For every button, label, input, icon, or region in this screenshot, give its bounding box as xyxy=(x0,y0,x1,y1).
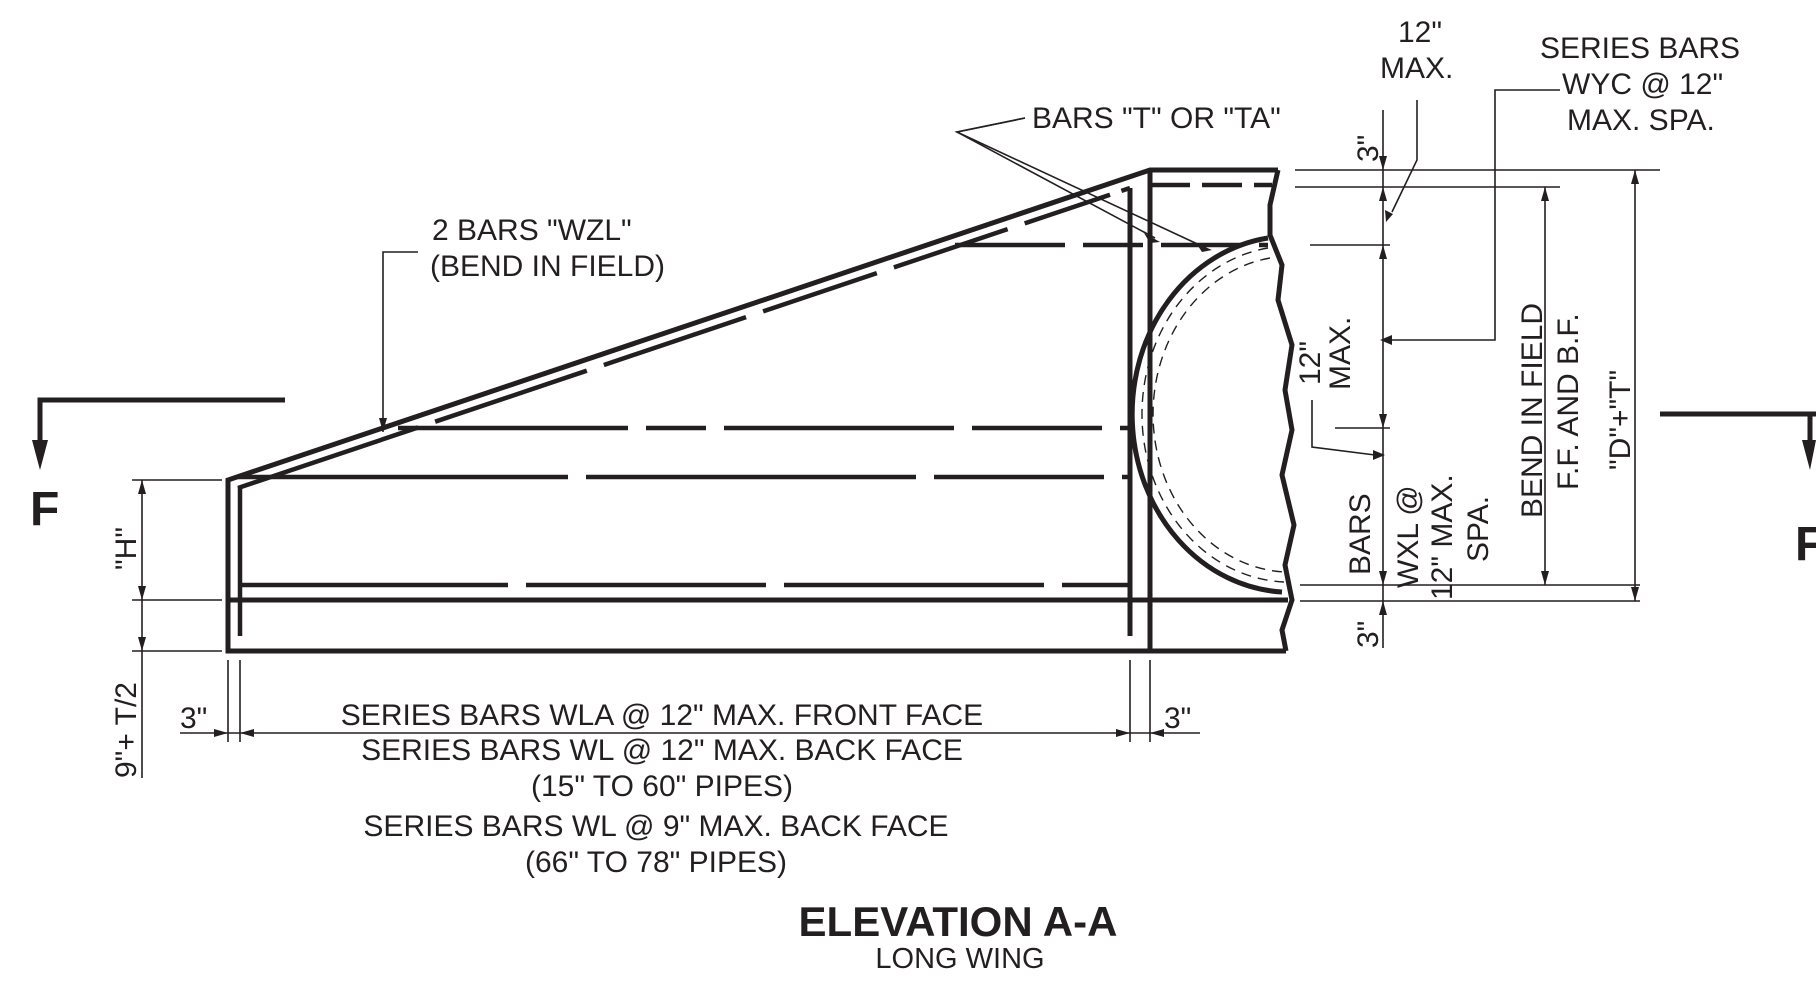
label-wxl-line2: WXL @ xyxy=(1392,485,1425,588)
pipe-section xyxy=(1129,235,1286,595)
leaders xyxy=(379,117,1212,432)
label-max12-top-line1: 12" xyxy=(1398,16,1442,49)
label-wyc-line2: WYC @ 12" xyxy=(1562,68,1723,101)
dimensions-bottom xyxy=(180,660,1200,742)
label-wla-line2: SERIES BARS WL @ 12" MAX. BACK FACE xyxy=(361,734,963,767)
label-wxl-line1: BARS xyxy=(1344,493,1377,575)
wing-outline xyxy=(225,167,1297,654)
label-bars-t-ta: BARS "T" OR "TA" xyxy=(1032,102,1281,135)
reinforcing-bars xyxy=(237,182,1272,636)
label-wxl-line4: SPA. xyxy=(1462,496,1495,562)
label-nine-plus-t: 9"+ T/2 xyxy=(110,682,143,778)
label-bend-line1: BEND IN FIELD xyxy=(1516,303,1549,518)
drawing-title: ELEVATION A-A xyxy=(799,898,1118,945)
label-h-dim: "H" xyxy=(110,527,143,570)
label-wla-line1: SERIES BARS WLA @ 12" MAX. FRONT FACE xyxy=(341,699,983,732)
label-wla-line3: (15" TO 60" PIPES) xyxy=(531,770,793,803)
dimensions-left xyxy=(132,479,222,778)
label-wxl-line3: 12" MAX. xyxy=(1426,474,1459,600)
label-three-top: 3" xyxy=(1352,135,1385,162)
label-three-bottom: 3" xyxy=(1352,621,1385,648)
drawing-subtitle: LONG WING xyxy=(875,943,1044,975)
bar-wzl-sloped xyxy=(237,185,1131,491)
label-max12-top-line2: MAX. xyxy=(1380,52,1453,85)
section-letter-right: F xyxy=(1795,518,1816,571)
label-bend-line2: F.F. AND B.F. xyxy=(1552,313,1585,490)
label-max12-mid-line2: MAX. xyxy=(1324,317,1357,390)
label-wzl-line1: 2 BARS "WZL" xyxy=(432,214,632,247)
section-mark-left: F xyxy=(30,397,285,536)
label-max12-mid-line1: 12" xyxy=(1294,341,1327,385)
label-wl9-line1: SERIES BARS WL @ 9" MAX. BACK FACE xyxy=(363,810,948,843)
label-three-right: 3" xyxy=(1164,702,1191,735)
label-three-left: 3" xyxy=(180,702,207,735)
section-letter-left: F xyxy=(30,483,59,536)
dimensions-right xyxy=(1295,89,1660,648)
labels: BARS "T" OR "TA" 2 BARS "WZL" (BEND IN F… xyxy=(110,16,1740,975)
label-wl9-line2: (66" TO 78" PIPES) xyxy=(525,846,787,879)
section-mark-right: F xyxy=(1660,411,1816,571)
label-wzl-line2: (BEND IN FIELD) xyxy=(430,250,665,283)
label-wyc-line1: SERIES BARS xyxy=(1540,32,1740,65)
label-wyc-line3: MAX. SPA. xyxy=(1567,104,1715,137)
label-d-plus-t: "D"+"T" xyxy=(1604,370,1637,470)
